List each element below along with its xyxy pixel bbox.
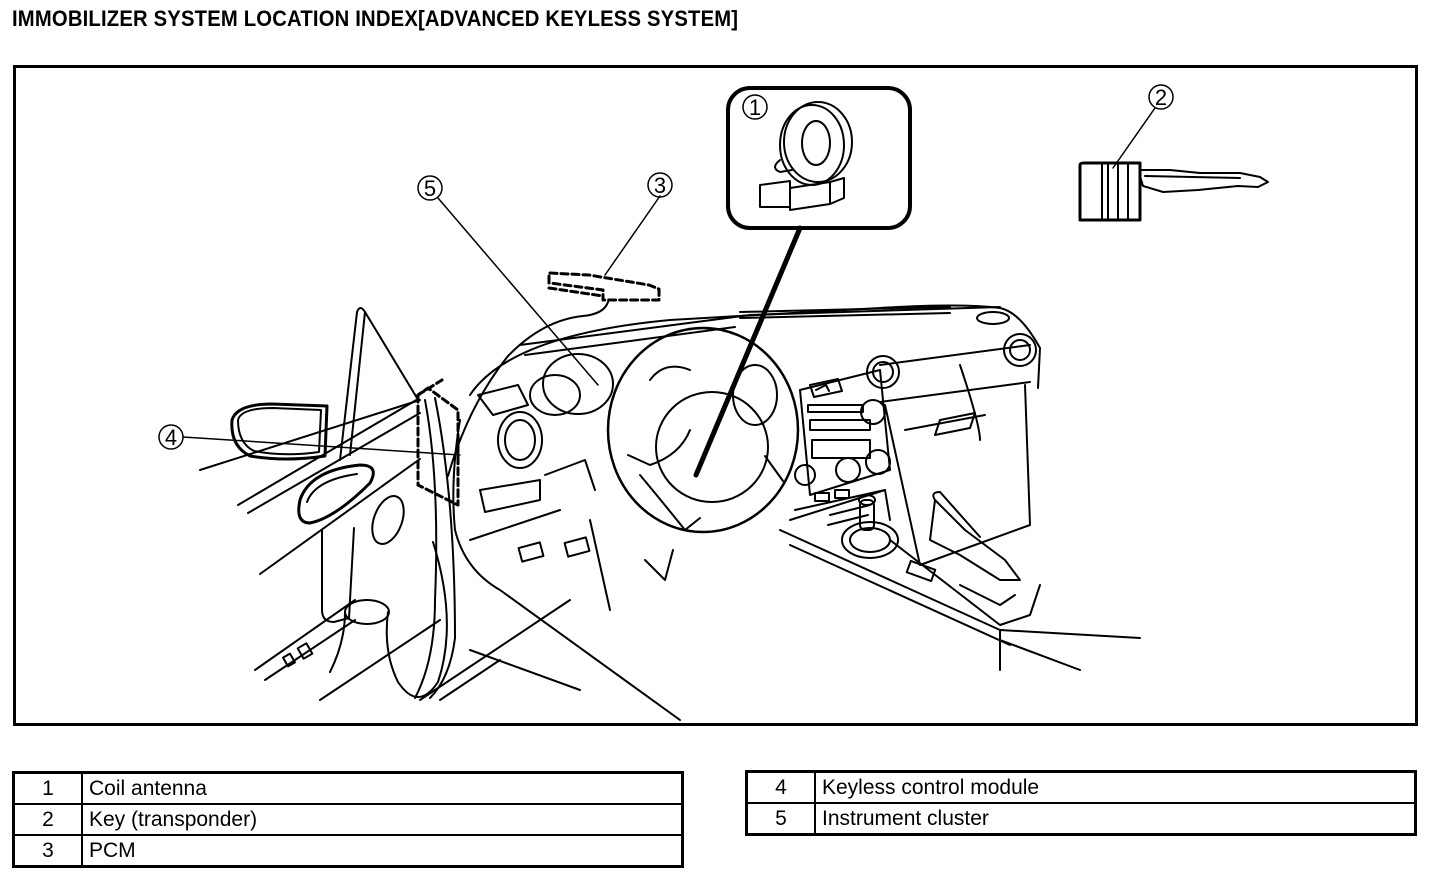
callout-4-leader [182, 436, 461, 456]
a-pillar-and-mirror [199, 307, 421, 514]
center-console [779, 491, 1141, 671]
callout-marker-5: 5 [417, 175, 443, 201]
legend-label: Coil antenna [81, 771, 684, 805]
legend-number: 1 [12, 771, 83, 805]
steering-wheel [606, 326, 800, 581]
dashboard [469, 304, 1041, 611]
callout-2-number: 2 [1155, 85, 1167, 110]
callout-3-leader [604, 195, 661, 276]
callout-marker-3: 3 [647, 172, 673, 198]
legend-number: 4 [745, 770, 816, 804]
pcm-harness [447, 301, 609, 477]
legend-row: 5 Instrument cluster [745, 802, 1417, 836]
pcm-outline [547, 271, 661, 302]
page-title: IMMOBILIZER SYSTEM LOCATION INDEX[ADVANC… [12, 6, 739, 31]
legend-number: 3 [12, 834, 83, 868]
legend-number: 5 [745, 802, 816, 836]
legend-label: Instrument cluster [814, 802, 1417, 836]
callout-5-number: 5 [424, 176, 436, 201]
callout-1-leader [693, 225, 803, 478]
callout-marker-2: 2 [1148, 84, 1174, 110]
legend-label: Key (transponder) [81, 803, 684, 836]
legend-label: PCM [81, 834, 684, 868]
callout-2-leader [1112, 107, 1156, 169]
legend-number: 2 [12, 803, 83, 836]
callout-3-number: 3 [654, 173, 666, 198]
legend-table-right: 4 Keyless control module 5 Instrument cl… [745, 770, 1417, 836]
key-illustration [1078, 161, 1269, 222]
legend-row: 3 PCM [12, 834, 684, 868]
legend-row: 2 Key (transponder) [12, 803, 684, 836]
legend-label: Keyless control module [814, 770, 1417, 804]
coil-antenna-inset [726, 86, 912, 230]
legend-table-left: 1 Coil antenna 2 Key (transponder) 3 PCM [12, 771, 684, 868]
callout-1-number: 1 [749, 95, 761, 120]
keyless-control-module-outline [416, 378, 460, 507]
callout-marker-4: 4 [158, 424, 184, 450]
legend-row: 1 Coil antenna [12, 771, 684, 805]
callout-marker-1: 1 [742, 94, 768, 120]
diagram-frame [13, 65, 1418, 726]
legend-row: 4 Keyless control module [745, 770, 1417, 804]
door-panel [254, 397, 681, 721]
coil-antenna-illustration [759, 101, 853, 211]
callout-4-number: 4 [165, 425, 177, 450]
